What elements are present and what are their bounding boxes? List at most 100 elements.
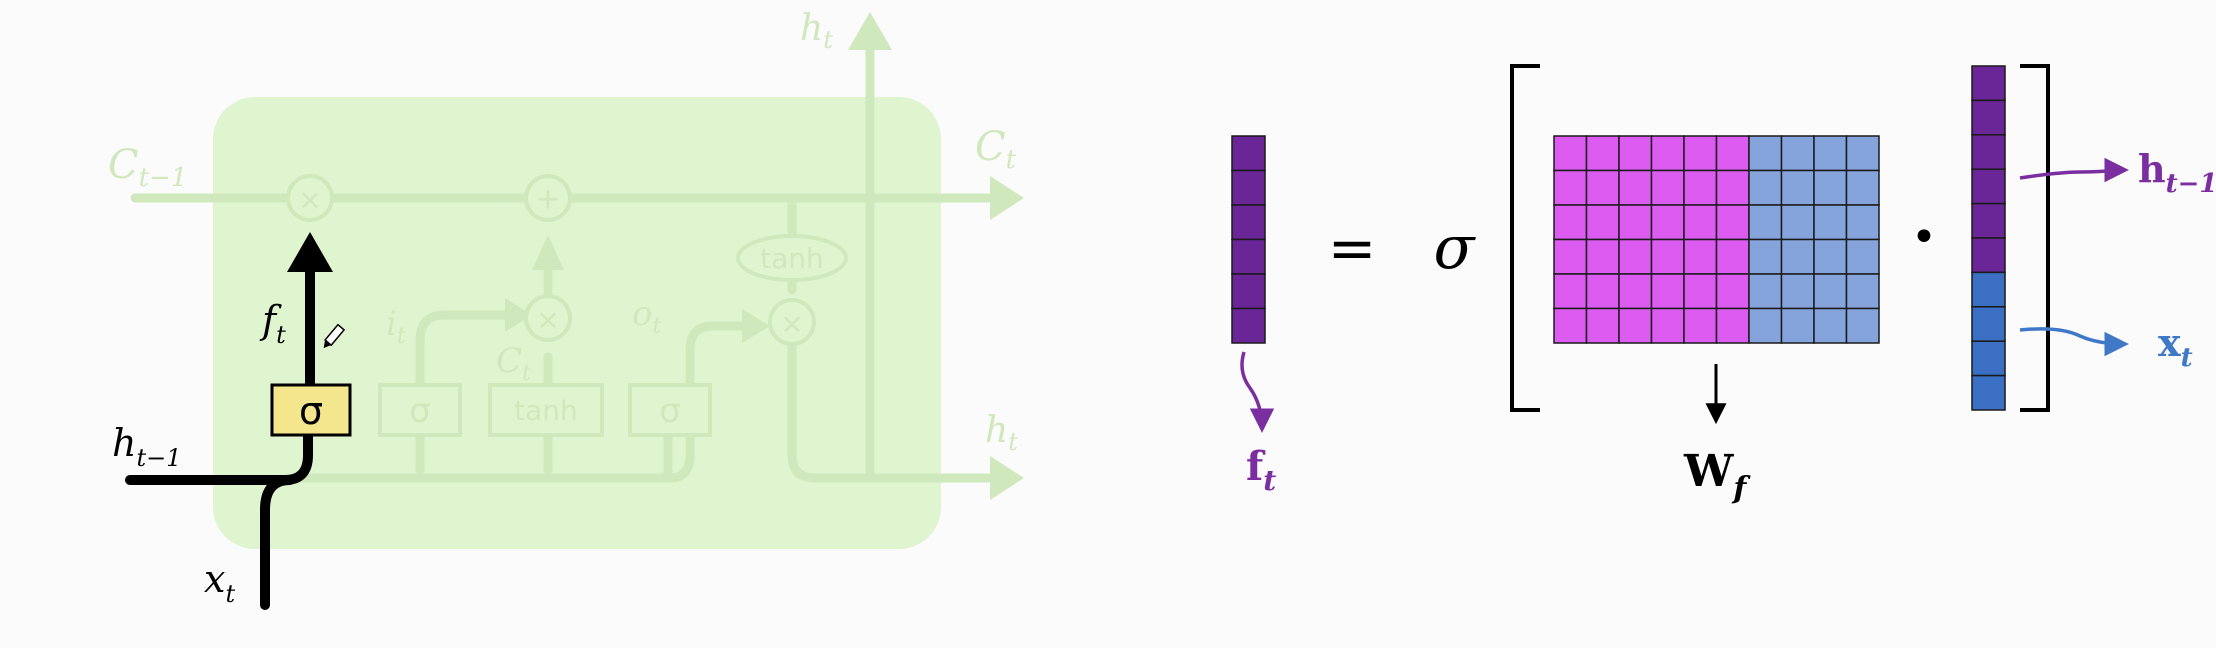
x-t-arrow <box>2019 327 2129 357</box>
weight-cell <box>1618 238 1653 275</box>
weight-cell <box>1845 169 1880 206</box>
h-prev-cell <box>1971 65 2006 102</box>
f-t-arrow <box>1240 351 1275 433</box>
f-t-cell <box>1231 204 1266 241</box>
weight-cell <box>1813 135 1848 172</box>
weight-cell <box>1715 307 1750 344</box>
sigma-function: σ <box>1434 213 1477 283</box>
concat-input-vector <box>1971 65 2006 411</box>
weight-cell <box>1650 307 1685 344</box>
multiply-symbol: × <box>780 307 803 340</box>
weight-cell <box>1748 135 1783 172</box>
weight-cell <box>1683 135 1718 172</box>
weight-cell <box>1845 273 1880 310</box>
f-t-vector <box>1231 135 1266 344</box>
h-prev-cell <box>1971 237 2006 274</box>
cell-tanh-op <box>736 234 848 282</box>
f-t-cell <box>1231 238 1266 275</box>
multiply-symbol: × <box>536 303 559 336</box>
pointwise-ops: × + × × tanh <box>286 174 848 346</box>
f-t-cell <box>1231 273 1266 310</box>
c-t-label: Ct <box>975 124 1017 175</box>
input-multiply-op <box>524 294 572 342</box>
weight-cell <box>1780 135 1815 172</box>
faded-arrowheads <box>505 12 1024 500</box>
h-prev-arrow <box>2019 157 2129 183</box>
h-prev-cell <box>1971 168 2006 205</box>
h-prev-cell <box>1971 134 2006 170</box>
weight-cell <box>1650 169 1685 206</box>
weight-cell <box>1748 204 1783 241</box>
weight-cell <box>1585 169 1620 206</box>
weight-cell <box>1553 307 1588 344</box>
input-gate-line <box>415 310 510 475</box>
x-t-cell <box>1971 374 2006 411</box>
weight-cell <box>1683 238 1718 275</box>
candidate-tanh: tanh <box>514 394 578 427</box>
x-t-input-line <box>260 475 295 610</box>
weight-cell <box>1748 169 1783 206</box>
w-f-label: Wf <box>1683 446 1751 506</box>
weight-cell <box>1618 135 1653 172</box>
weight-cell <box>1780 204 1815 241</box>
weight-cell <box>1650 204 1685 241</box>
x-t-cell <box>1971 306 2006 342</box>
weight-cell <box>1553 169 1588 206</box>
c-prev-label: Ct−1 <box>108 142 187 193</box>
weight-matrix <box>1553 135 1880 344</box>
weight-cell <box>1683 307 1718 344</box>
add-symbol: + <box>535 182 560 217</box>
weight-cell <box>1683 204 1718 241</box>
weight-cell <box>1683 169 1718 206</box>
weight-cell <box>1715 135 1750 172</box>
weight-cell <box>1813 273 1848 310</box>
x-t-cell <box>1971 271 2006 308</box>
x-t-vector-label: xt <box>2158 320 2193 373</box>
weight-cell <box>1553 204 1588 241</box>
pencil-icon <box>323 323 346 348</box>
dot-product: • <box>1911 212 1937 263</box>
forget-gate-highlight: σ ft ht−1 xt <box>112 232 352 610</box>
weight-cell <box>1683 273 1718 310</box>
f-t-cell <box>1231 307 1266 344</box>
forget-multiply-op <box>286 174 334 222</box>
output-multiply-op <box>768 298 816 346</box>
weight-cell <box>1845 238 1880 275</box>
add-up-arrowhead <box>532 235 564 270</box>
weight-cell <box>1780 238 1815 275</box>
multiply-symbol: × <box>298 183 321 216</box>
weight-cell <box>1553 273 1588 310</box>
weight-cell <box>1813 169 1848 206</box>
weight-cell <box>1585 273 1620 310</box>
weight-cell <box>1780 307 1815 344</box>
input-gate-box <box>378 383 462 437</box>
input-gate-sigma: σ <box>409 391 431 431</box>
faded-labels: Ct−1 Ct ht it Ct ot ht <box>108 8 1018 456</box>
x-t-label: xt <box>204 557 235 608</box>
h-prev-vector-label: ht−1 <box>2138 146 2216 199</box>
h-t-right-label: ht <box>985 410 1018 456</box>
weight-cell <box>1618 273 1653 310</box>
f-t-arrowhead <box>287 232 333 272</box>
forget-gate-box <box>270 383 352 437</box>
i-t-label: it <box>386 304 406 349</box>
weight-cell <box>1748 307 1783 344</box>
h-prev-cell <box>1971 202 2006 239</box>
h-prev-cell <box>1971 99 2006 136</box>
weight-cell <box>1845 307 1880 344</box>
weight-cell <box>1553 135 1588 172</box>
weight-cell <box>1618 204 1653 241</box>
output-gate-sigma: σ <box>659 391 681 431</box>
faded-gates: σ tanh σ <box>378 383 712 437</box>
weight-cell <box>1715 238 1750 275</box>
h-right-arrowhead <box>990 456 1024 500</box>
o-arrowhead <box>742 309 770 343</box>
x-t-cell <box>1971 340 2006 377</box>
weight-cell <box>1715 169 1750 206</box>
weight-cell <box>1618 169 1653 206</box>
weight-cell <box>1845 204 1880 241</box>
weight-cell <box>1813 204 1848 241</box>
weight-cell <box>1748 273 1783 310</box>
c-t-arrowhead <box>990 176 1024 220</box>
